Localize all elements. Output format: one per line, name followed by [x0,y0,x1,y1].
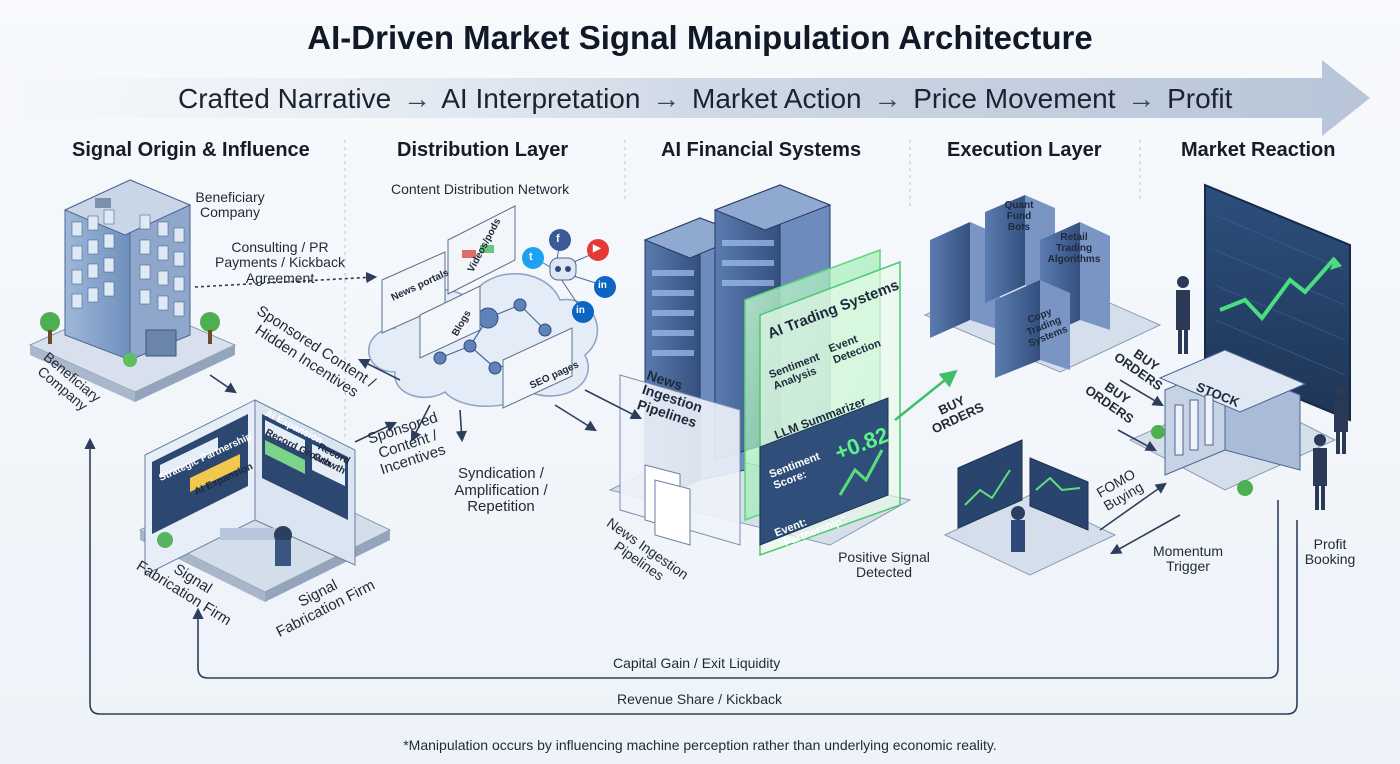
column-header-ai-systems: AI Financial Systems [661,139,862,161]
building-icon [28,179,237,402]
capital-gain-label: Capital Gain / Exit Liquidity [613,655,781,671]
flow-steps: Crafted Narrative → AI Interpretation → … [178,83,1233,115]
flow-band-arrow [20,60,1370,136]
linkedin-icon: in [598,280,607,291]
trader-desk-icon [943,439,1117,576]
flow-step-price: Price Movement [913,83,1116,114]
positive-signal-label: Positive Signal Detected [838,549,930,581]
syndication-label: Syndication / Amplification / Repetition [454,465,548,515]
glow-panels [619,248,901,557]
stock-exchange-building-icon [1128,349,1337,496]
content-pages [381,205,573,409]
office-icon [138,399,392,602]
revenue-share-label: Revenue Share / Kickback [617,691,782,707]
momentum-trigger-label: Momentum Trigger [1152,543,1224,575]
twitter-icon: t [529,251,533,263]
signal-arrow [894,369,958,421]
flow-arrow-icon: → [873,83,902,114]
flow-step-ai: AI Interpretation [441,83,641,114]
feedback-loops [84,437,1298,715]
profit-booking-label: Profit Booking [1304,536,1356,568]
facebook-icon: f [556,233,560,245]
column-header-signal-origin: Signal Origin & Influence [72,139,310,161]
flow-step-narrative: Crafted Narrative [178,83,392,114]
businessman-figures [1176,276,1348,510]
flow-arrow-icon: → [402,83,431,114]
column-header-market: Market Reaction [1181,139,1336,161]
column-dividers [344,140,1141,440]
footnote: *Manipulation occurs by influencing mach… [403,737,997,753]
beneficiary-label: Beneficiary Company [195,189,265,221]
flow-step-profit: Profit [1167,83,1233,114]
consulting-payments-label: Consulting / PR Payments / Kickback Agre… [215,239,345,286]
diagram-title: AI-Driven Market Signal Manipulation Arc… [307,19,1093,56]
flow-arrow-icon: → [1127,83,1156,114]
quant-bots-label: Quant Fund Bots [1004,200,1034,233]
column-header-distribution: Distribution Layer [397,139,569,161]
social-icons [522,229,616,323]
flow-arrow-icon: → [652,83,681,114]
flow-step-action: Market Action [692,83,862,114]
youtube-icon: ▶ [593,243,601,254]
cdn-label: Content Distribution Network [391,181,570,197]
flow-arrows [194,271,1181,555]
column-header-execution: Execution Layer [947,139,1102,161]
bot-server-icons [930,195,1110,378]
retail-algos-label: Retail Trading Algorithms [1047,232,1101,265]
linkedin-icon-2: in [576,305,585,316]
